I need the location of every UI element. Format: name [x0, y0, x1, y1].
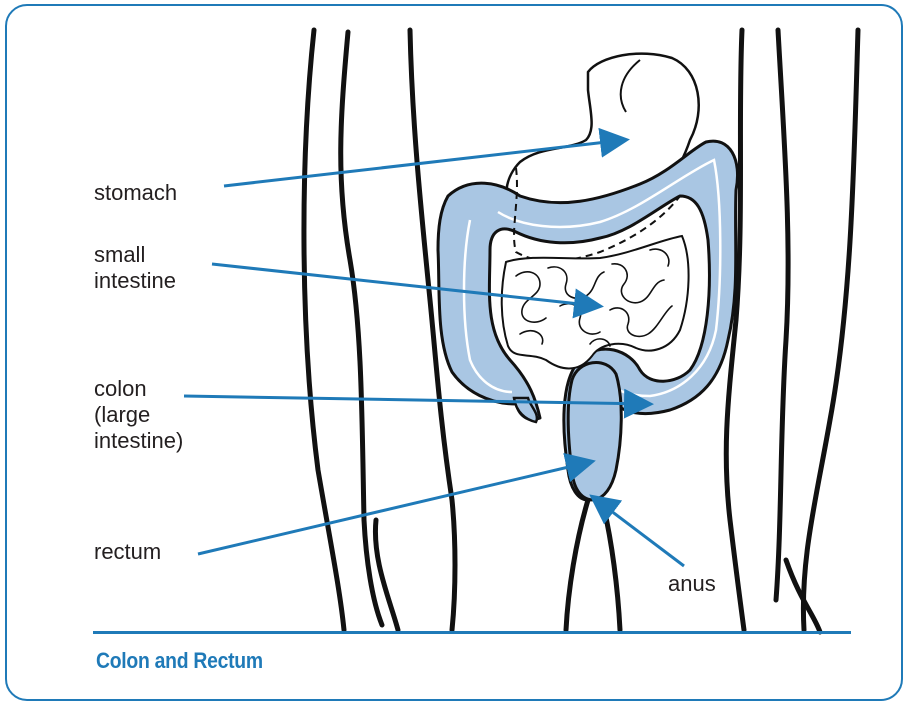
- right-arm-outer: [803, 30, 858, 630]
- label-colon: colon (large intestine): [94, 376, 183, 454]
- label-anus: anus: [668, 571, 716, 597]
- diagram-caption: Colon and Rectum: [96, 648, 263, 674]
- left-arm-outer: [304, 30, 344, 630]
- right-arm-inner: [776, 30, 788, 600]
- left-leg: [566, 500, 588, 630]
- small-intestine-organ: [502, 236, 689, 369]
- label-rectum: rectum: [94, 539, 161, 565]
- label-stomach: stomach: [94, 180, 177, 206]
- right-leg: [602, 500, 620, 630]
- label-small-intestine: small intestine: [94, 242, 176, 294]
- rectum-pointer-arrow: [198, 462, 590, 554]
- rectum-organ: [568, 363, 621, 500]
- caption-divider: [93, 631, 851, 634]
